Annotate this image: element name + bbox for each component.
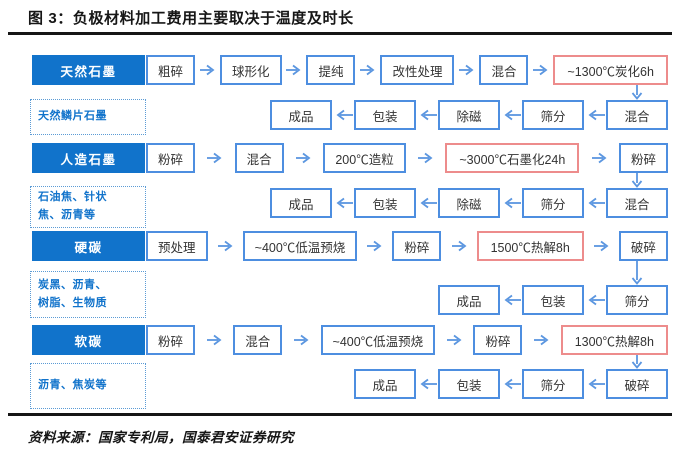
arrow-left-icon — [420, 378, 437, 390]
arrow-right-icon — [459, 64, 474, 76]
arrow-left-icon — [588, 197, 605, 209]
arrow-down-icon — [631, 355, 643, 369]
arrow-right-icon — [533, 64, 548, 76]
process-box: 提纯 — [306, 55, 356, 85]
arrow-left-icon — [336, 197, 353, 209]
process-box: 筛分 — [606, 285, 668, 315]
process-line1-natural-graphite: 粗碎 球形化 提纯 改性处理 混合 ~1300℃炭化6h — [146, 55, 668, 85]
process-box: 成品 — [270, 100, 332, 130]
figure-title: 图 3：负极材料加工费用主要取决于温度及时长 — [28, 10, 354, 27]
arrow-right-icon — [217, 240, 233, 252]
material-note-hard-carbon: 炭黑、沥青、 树脂、生物质 — [30, 271, 146, 318]
arrow-left-icon — [504, 197, 521, 209]
process-line1-soft-carbon: 粉碎 混合 ~400℃低温预烧 粉碎 1300℃热解8h — [146, 325, 668, 355]
arrow-left-icon — [504, 294, 521, 306]
arrow-left-icon — [336, 109, 353, 121]
process-box: 成品 — [354, 369, 416, 399]
process-line1-artificial-graphite: 粉碎 混合 200℃造粒 ~3000℃石墨化24h 粉碎 — [146, 143, 668, 173]
process-box: 混合 — [234, 143, 284, 173]
process-box: 粉碎 — [146, 325, 196, 355]
process-box: ~400℃低温预烧 — [242, 231, 358, 261]
arrow-down-icon — [631, 85, 643, 100]
process-box: 除磁 — [438, 100, 500, 130]
process-box: 破碎 — [606, 369, 668, 399]
process-box: 包装 — [522, 285, 584, 315]
arrow-right-icon — [446, 334, 462, 346]
arrow-left-icon — [420, 197, 437, 209]
arrow-right-icon — [286, 64, 301, 76]
process-box: 包装 — [438, 369, 500, 399]
arrow-left-icon — [588, 294, 605, 306]
process-line1-hard-carbon: 预处理 ~400℃低温预烧 粉碎 1500℃热解8h 破碎 — [146, 231, 668, 261]
process-box-high-temp: 1500℃热解8h — [476, 231, 584, 261]
process-box: 成品 — [270, 188, 332, 218]
arrow-right-icon — [200, 64, 215, 76]
process-box: 包装 — [354, 188, 416, 218]
process-box: 成品 — [438, 285, 500, 315]
arrow-down-icon — [631, 173, 643, 188]
process-box: 粉碎 — [618, 143, 668, 173]
process-box: 除磁 — [438, 188, 500, 218]
process-box: 混合 — [606, 100, 668, 130]
process-box: 包装 — [354, 100, 416, 130]
process-box: 筛分 — [522, 100, 584, 130]
process-box-high-temp: 1300℃热解8h — [560, 325, 668, 355]
process-box: 球形化 — [219, 55, 282, 85]
title-divider — [8, 32, 672, 35]
process-box-high-temp: ~3000℃石墨化24h — [445, 143, 580, 173]
footer-divider — [8, 413, 672, 416]
material-note-artificial-graphite: 石油焦、针状 焦、沥青等 — [30, 186, 146, 228]
process-box: 混合 — [606, 188, 668, 218]
process-box: 粗碎 — [146, 55, 196, 85]
arrow-right-icon — [293, 334, 309, 346]
arrow-right-icon — [296, 152, 311, 164]
category-badge-soft-carbon: 软碳 — [32, 325, 145, 355]
process-box: 筛分 — [522, 188, 584, 218]
process-box: 200℃造粒 — [323, 143, 406, 173]
process-line2-soft-carbon: 成品 包装 筛分 破碎 — [354, 369, 668, 399]
process-box: 粉碎 — [146, 143, 196, 173]
source-note: 资料来源：国家专利局，国泰君安证券研究 — [28, 430, 294, 445]
process-box: 筛分 — [522, 369, 584, 399]
process-box: 混合 — [479, 55, 529, 85]
process-box: 粉碎 — [473, 325, 523, 355]
arrow-left-icon — [504, 109, 521, 121]
category-badge-natural-graphite: 天然石墨 — [32, 55, 145, 85]
arrow-left-icon — [588, 378, 605, 390]
process-line2-natural-graphite: 成品 包装 除磁 筛分 混合 — [270, 100, 668, 130]
process-line2-hard-carbon: 成品 包装 筛分 — [438, 285, 668, 315]
arrow-right-icon — [206, 334, 222, 346]
process-box: 预处理 — [146, 231, 208, 261]
arrow-right-icon — [451, 240, 466, 252]
arrow-right-icon — [360, 64, 375, 76]
arrow-right-icon — [418, 152, 433, 164]
process-box: ~400℃低温预烧 — [320, 325, 436, 355]
process-line2-artificial-graphite: 成品 包装 除磁 筛分 混合 — [270, 188, 668, 218]
process-box: 改性处理 — [380, 55, 455, 85]
arrow-left-icon — [588, 109, 605, 121]
arrow-left-icon — [504, 378, 521, 390]
arrow-left-icon — [420, 109, 437, 121]
arrow-right-icon — [591, 152, 607, 164]
arrow-right-icon — [367, 240, 382, 252]
arrow-right-icon — [534, 334, 549, 346]
process-box: 粉碎 — [392, 231, 442, 261]
arrow-down-icon — [631, 261, 643, 285]
category-badge-hard-carbon: 硬碳 — [32, 231, 145, 261]
process-box: 破碎 — [618, 231, 668, 261]
material-note-soft-carbon: 沥青、焦炭等 — [30, 363, 146, 409]
process-box-high-temp: ~1300℃炭化6h — [553, 55, 668, 85]
arrow-right-icon — [207, 152, 222, 164]
arrow-right-icon — [593, 240, 609, 252]
material-note-natural-graphite: 天然鳞片石墨 — [30, 99, 146, 135]
process-box: 混合 — [233, 325, 283, 355]
category-badge-artificial-graphite: 人造石墨 — [32, 143, 145, 173]
